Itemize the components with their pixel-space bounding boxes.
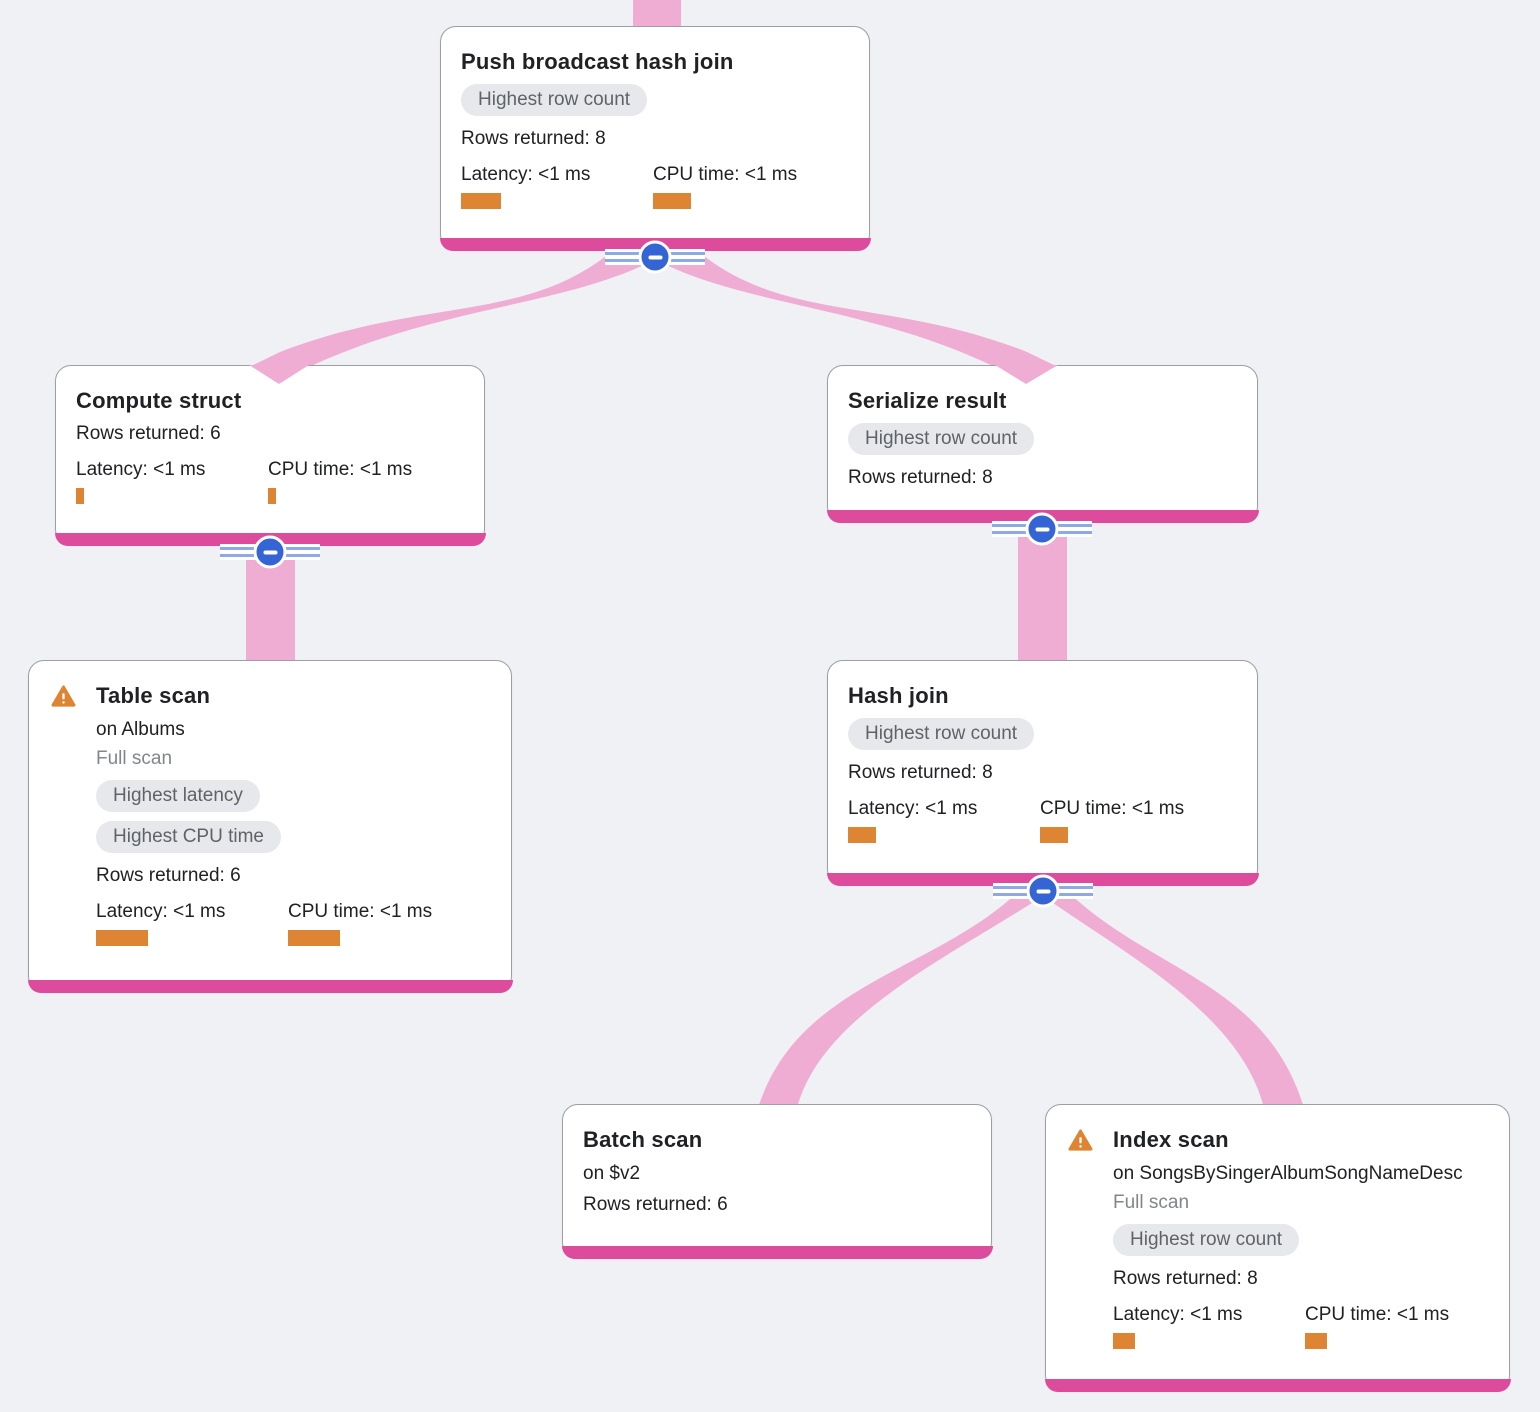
badge-highest-row-count: Highest row count [848,423,1035,455]
node-accent-bar [1044,1378,1511,1392]
latency-label: Latency: <1 ms [76,459,206,480]
node-target: on SongsBySingerAlbumSongNameDesc [1113,1163,1463,1184]
rows-returned: Rows returned: 8 [461,128,606,149]
collapse-minus-icon [638,240,672,274]
node-title: Table scan [96,683,211,708]
plan-node-batch-scan[interactable]: Batch scan on $v2 Rows returned: 6 [561,1104,993,1259]
node-scan-type: Full scan [1113,1192,1190,1213]
edge-compute-struct-to-table-scan [246,540,295,666]
cpu-time-label: CPU time: <1 ms [268,459,413,480]
rows-returned: Rows returned: 6 [96,865,241,886]
plan-node-compute-struct[interactable]: Compute struct Rows returned: 6 Latency:… [54,365,486,546]
badge-highest-cpu-time: Highest CPU time [96,821,281,853]
node-accent-bar [27,979,513,993]
warning-icon [1068,1129,1093,1151]
cpu-time-bar [268,488,276,504]
warning-icon [51,685,76,707]
badge-highest-row-count: Highest row count [1113,1224,1300,1256]
plan-node-serialize-result[interactable]: Serialize result Highest row count Rows … [826,365,1259,523]
collapse-button-hash-join[interactable] [993,874,1093,908]
cpu-time-label: CPU time: <1 ms [288,901,433,922]
node-title: Compute struct [76,388,242,413]
collapse-button-serialize-result[interactable] [992,512,1092,546]
cpu-time-bar [653,193,691,209]
rows-returned: Rows returned: 8 [848,762,993,783]
plan-node-index-scan[interactable]: Index scan on SongsBySingerAlbumSongName… [1044,1104,1511,1392]
node-accent-bar [561,1245,993,1259]
cpu-time-label: CPU time: <1 ms [1040,798,1185,819]
edge-root-to-serialize-result [656,256,1058,384]
collapse-minus-icon [253,535,287,569]
node-title: Serialize result [848,388,1007,413]
latency-bar [76,488,84,504]
cpu-time-bar [288,930,340,946]
node-target: on $v2 [583,1163,641,1184]
collapse-button-compute-struct[interactable] [220,535,320,569]
node-title: Batch scan [583,1127,703,1152]
edge-into-root [633,0,681,32]
cpu-time-bar [1305,1333,1327,1349]
latency-label: Latency: <1 ms [461,164,591,185]
edge-hash-join-to-index-scan [1040,890,1304,1108]
node-target: on Albums [96,719,185,740]
edge-root-to-compute-struct [249,256,654,384]
cpu-time-label: CPU time: <1 ms [653,164,798,185]
plan-node-hash-join[interactable]: Hash join Highest row count Rows returne… [826,660,1259,886]
latency-bar [1113,1333,1135,1349]
edge-hash-join-to-batch-scan [758,890,1046,1108]
latency-bar [848,827,876,843]
node-title: Index scan [1113,1127,1229,1152]
collapse-button-push-broadcast-hash-join[interactable] [605,240,705,274]
rows-returned: Rows returned: 6 [583,1194,728,1215]
collapse-minus-icon [1026,874,1060,908]
cpu-time-bar [1040,827,1068,843]
plan-node-push-broadcast-hash-join[interactable]: Push broadcast hash join Highest row cou… [439,26,871,251]
latency-bar [96,930,148,946]
rows-returned: Rows returned: 8 [848,467,993,488]
edge-serialize-result-to-hash-join [1018,514,1067,666]
node-scan-type: Full scan [96,748,173,769]
collapse-minus-icon [1025,512,1059,546]
badge-highest-row-count: Highest row count [461,84,648,116]
latency-label: Latency: <1 ms [96,901,226,922]
badge-highest-latency: Highest latency [96,780,260,812]
cpu-time-label: CPU time: <1 ms [1305,1304,1450,1325]
rows-returned: Rows returned: 8 [1113,1268,1258,1289]
node-title: Hash join [848,683,949,708]
plan-node-table-scan[interactable]: Table scan on Albums Full scan Highest l… [27,660,513,993]
latency-label: Latency: <1 ms [1113,1304,1243,1325]
latency-bar [461,193,501,209]
rows-returned: Rows returned: 6 [76,423,221,444]
node-title: Push broadcast hash join [461,49,734,74]
latency-label: Latency: <1 ms [848,798,978,819]
badge-highest-row-count: Highest row count [848,718,1035,750]
